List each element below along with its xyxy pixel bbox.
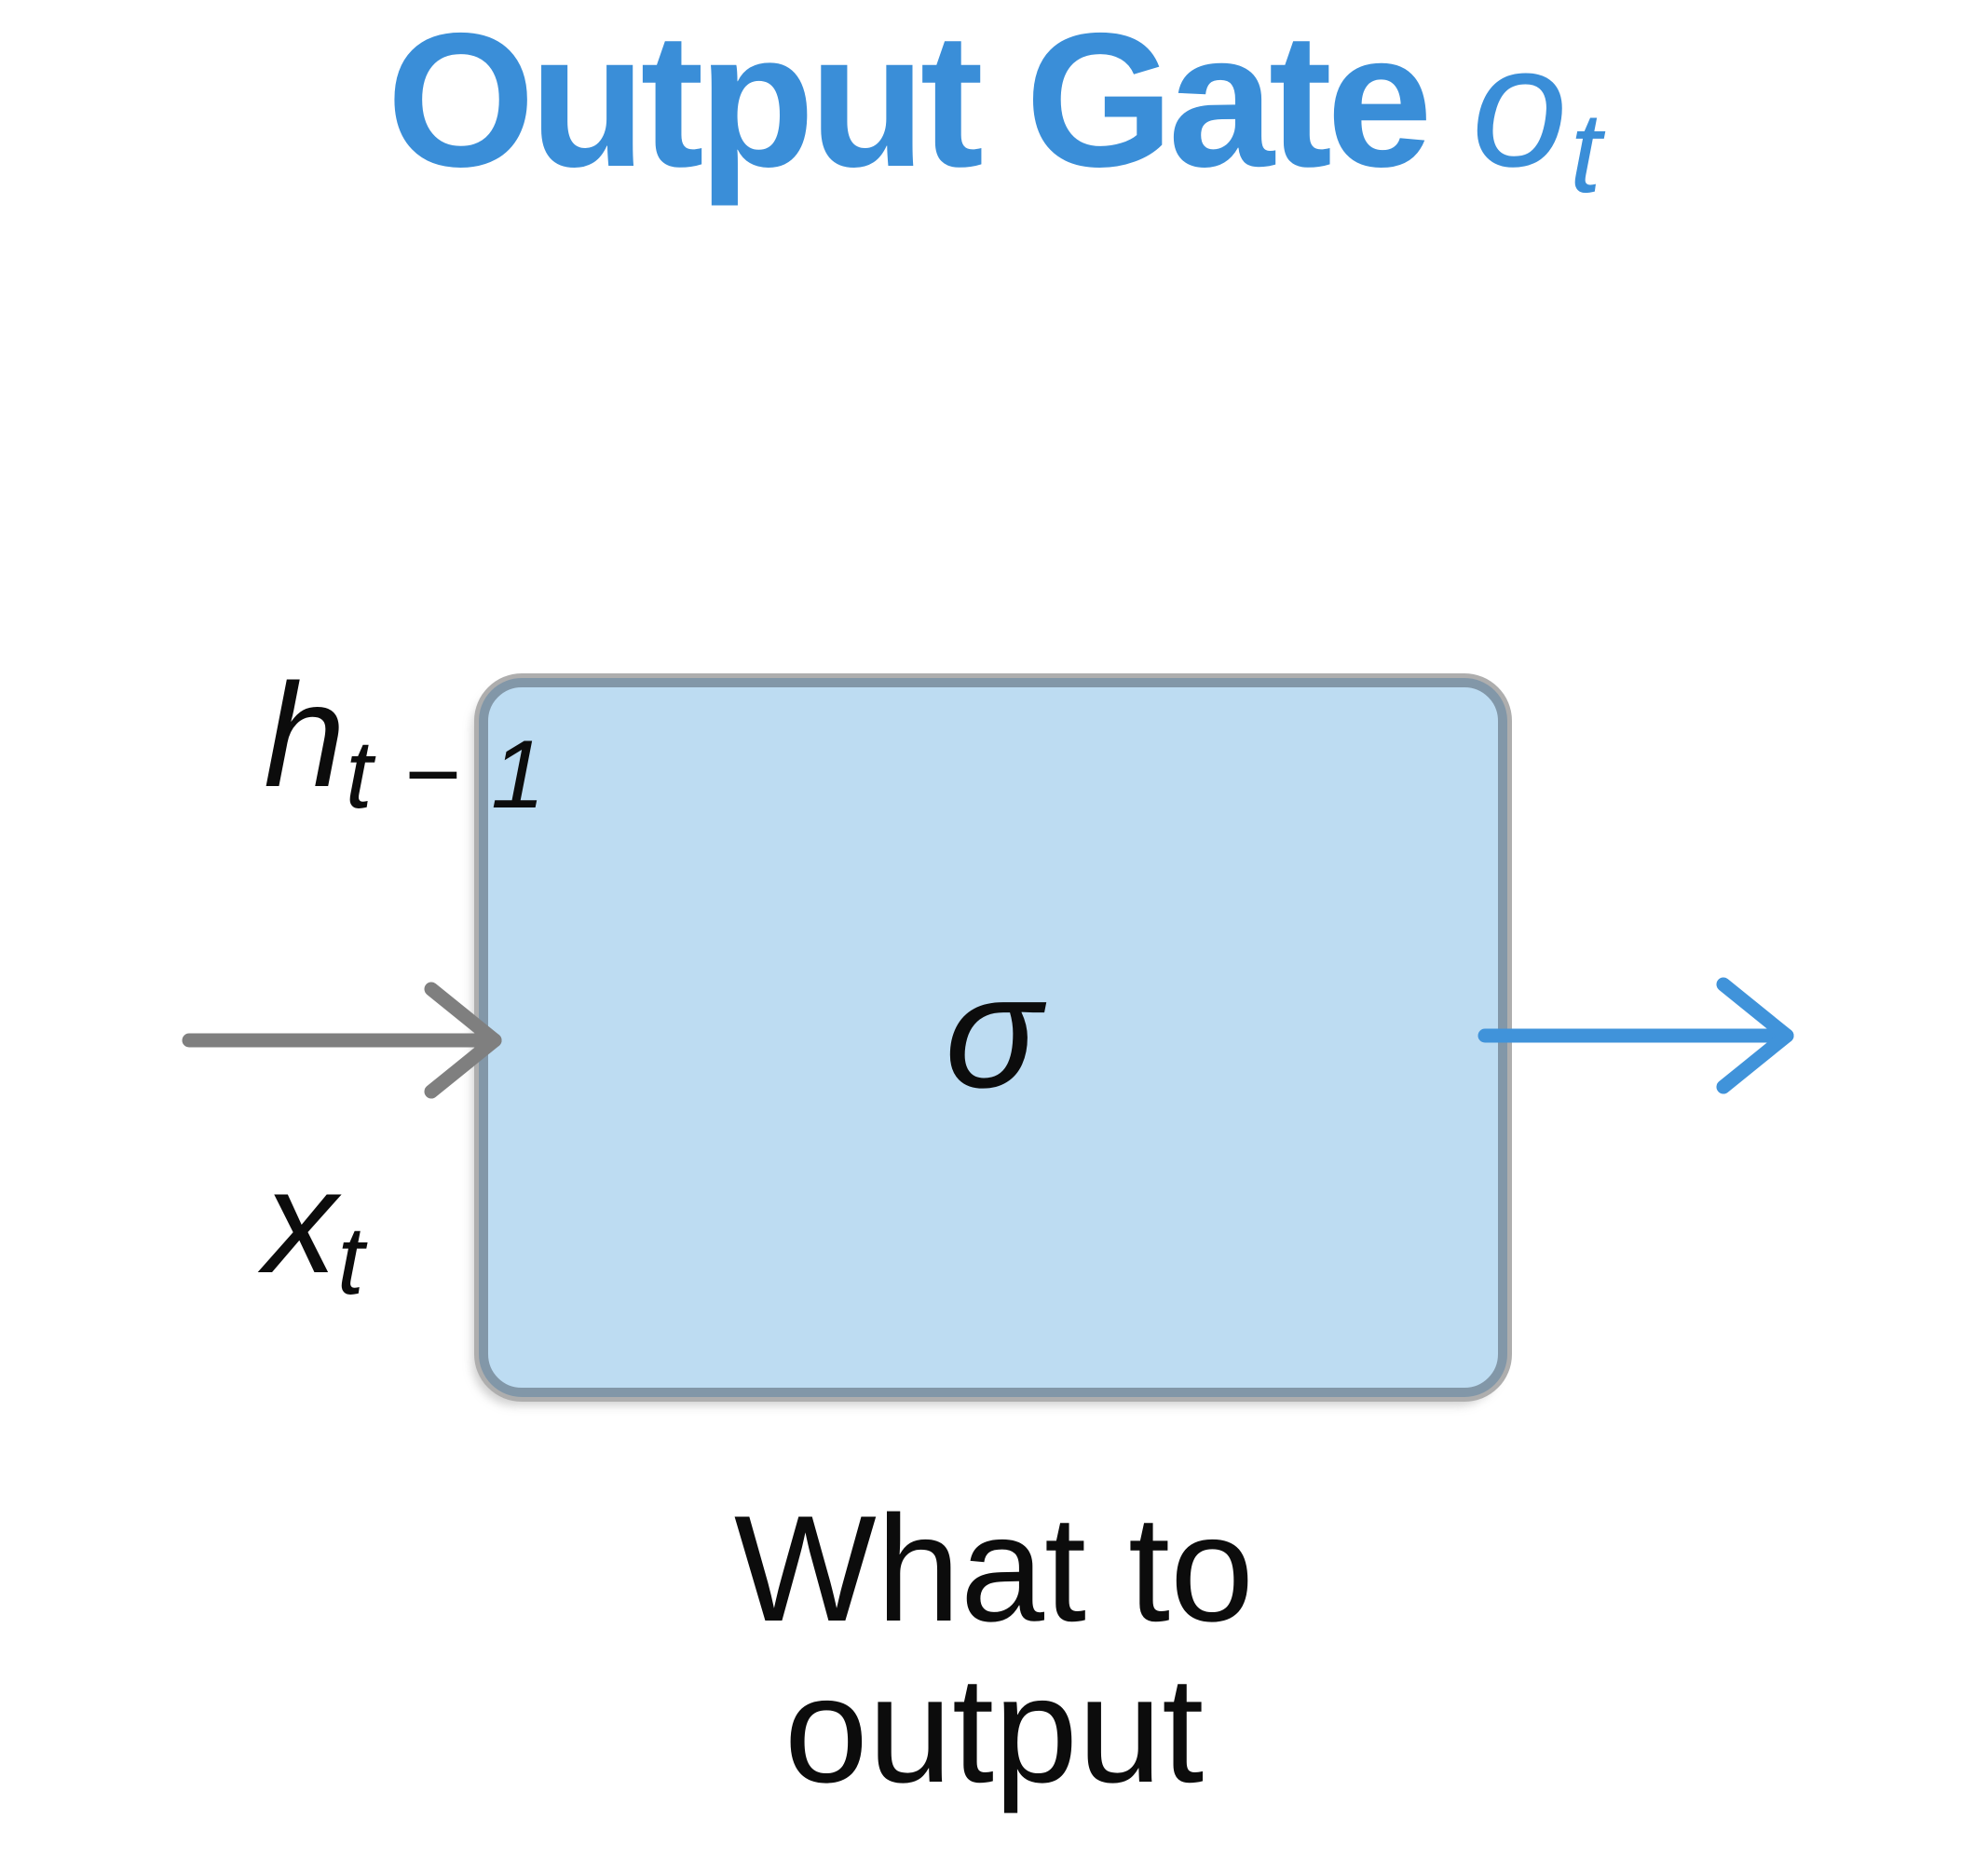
input-vector-label: xt <box>264 1138 366 1318</box>
caption: What to output <box>0 1488 1988 1811</box>
title-symbol-base: o <box>1471 11 1568 203</box>
hidden-state-base: h <box>264 654 346 818</box>
output-arrow-icon <box>1470 961 1815 1110</box>
title-symbol: ot <box>1471 11 1601 216</box>
sigmoid-activation-label: σ <box>945 943 1042 1121</box>
input-vector-base: x <box>264 1140 337 1304</box>
caption-line-1: What to <box>733 1485 1255 1653</box>
caption-line-2: output <box>783 1646 1205 1815</box>
title-symbol-subscript: t <box>1570 88 1601 217</box>
hidden-state-subscript: t − 1 <box>345 720 548 829</box>
input-vector-subscript: t <box>337 1206 367 1315</box>
input-arrow-icon <box>172 966 517 1115</box>
hidden-state-label: ht − 1 <box>264 652 547 832</box>
title-text: Output Gate <box>387 0 1433 207</box>
output-gate-box: σ <box>479 678 1507 1397</box>
